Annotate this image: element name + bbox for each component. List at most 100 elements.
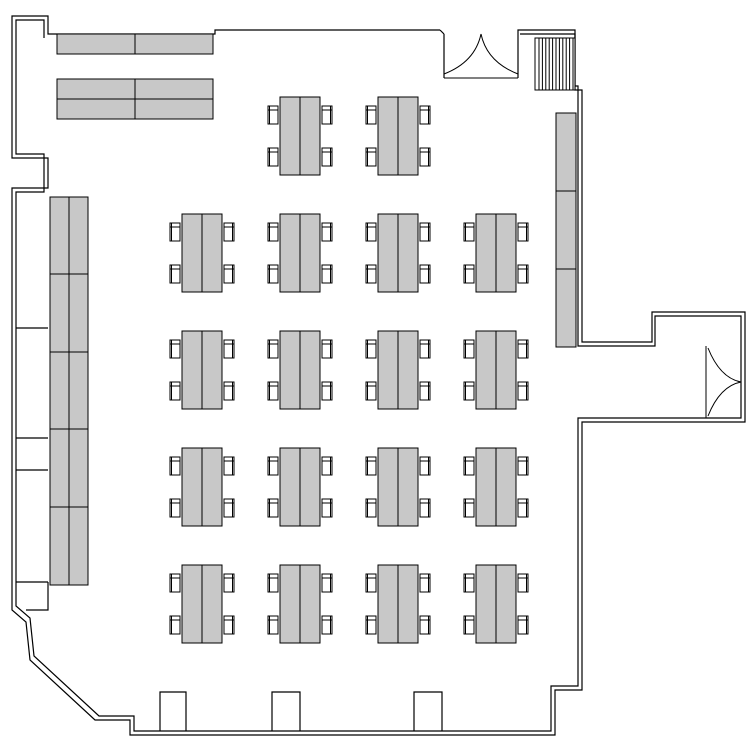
chair — [419, 456, 431, 476]
chair — [223, 456, 235, 476]
chair — [321, 264, 333, 284]
staircase — [534, 37, 576, 91]
chair — [365, 339, 377, 359]
chair — [463, 456, 475, 476]
chair — [321, 498, 333, 518]
table-group — [365, 96, 431, 176]
chair — [463, 264, 475, 284]
chair — [321, 615, 333, 635]
chair — [463, 381, 475, 401]
chair — [223, 222, 235, 242]
chair — [517, 615, 529, 635]
chair — [267, 573, 279, 593]
double-door-top — [443, 33, 519, 79]
table-group — [169, 447, 235, 527]
chair — [169, 381, 181, 401]
chair — [267, 498, 279, 518]
left-wall-niches — [16, 327, 49, 611]
chair — [169, 339, 181, 359]
chair — [463, 339, 475, 359]
chair — [419, 573, 431, 593]
chair — [223, 573, 235, 593]
chair — [321, 105, 333, 125]
door-leaf-left — [443, 33, 482, 75]
chair — [365, 573, 377, 593]
chair — [419, 264, 431, 284]
door-leaf-right — [480, 33, 519, 75]
chair — [321, 339, 333, 359]
chair — [365, 615, 377, 635]
chair — [321, 147, 333, 167]
chair — [419, 147, 431, 167]
chair — [463, 222, 475, 242]
chair — [365, 456, 377, 476]
table-group — [267, 447, 333, 527]
chair — [223, 615, 235, 635]
chair — [517, 222, 529, 242]
table-group — [463, 447, 529, 527]
table-group — [463, 330, 529, 410]
chair — [267, 222, 279, 242]
chair — [267, 147, 279, 167]
chair — [419, 615, 431, 635]
table-group — [169, 330, 235, 410]
chair — [223, 339, 235, 359]
table-group — [267, 330, 333, 410]
chair — [419, 498, 431, 518]
chair — [517, 498, 529, 518]
counter-left-wall — [49, 196, 89, 586]
chair — [517, 264, 529, 284]
chair — [267, 456, 279, 476]
chair — [169, 573, 181, 593]
outer-wall — [11, 15, 746, 736]
chair — [321, 381, 333, 401]
table-group — [463, 564, 529, 644]
table-group — [169, 564, 235, 644]
chair — [321, 456, 333, 476]
chair — [223, 264, 235, 284]
table-group — [267, 213, 333, 293]
chair — [267, 339, 279, 359]
chair — [419, 105, 431, 125]
chair — [365, 105, 377, 125]
chair — [169, 222, 181, 242]
chair — [517, 573, 529, 593]
chair — [169, 264, 181, 284]
table-group — [365, 330, 431, 410]
counter-right-wall — [555, 112, 577, 348]
counters — [49, 33, 577, 586]
chair — [365, 222, 377, 242]
chair — [419, 381, 431, 401]
table-groups — [169, 96, 529, 644]
chair — [267, 105, 279, 125]
table-group — [365, 447, 431, 527]
chair — [169, 615, 181, 635]
staircase-outline — [534, 37, 576, 91]
door-leaf-bottom — [707, 381, 742, 417]
chair — [517, 339, 529, 359]
chair — [365, 381, 377, 401]
chair — [267, 615, 279, 635]
chair — [463, 498, 475, 518]
chair — [267, 381, 279, 401]
bottom-wall-recesses — [159, 691, 443, 731]
table-group — [463, 213, 529, 293]
chair — [419, 222, 431, 242]
door-leaf-top — [707, 347, 742, 383]
table-group — [169, 213, 235, 293]
table-group — [267, 96, 333, 176]
chair — [169, 498, 181, 518]
chair — [321, 573, 333, 593]
chair — [517, 381, 529, 401]
chair — [517, 456, 529, 476]
chair — [223, 381, 235, 401]
counter-top-left-1 — [56, 33, 214, 55]
table-group — [365, 213, 431, 293]
inner-wall — [15, 19, 742, 732]
chair — [267, 264, 279, 284]
chair — [365, 498, 377, 518]
table-group — [365, 564, 431, 644]
chair — [463, 615, 475, 635]
chair — [321, 222, 333, 242]
